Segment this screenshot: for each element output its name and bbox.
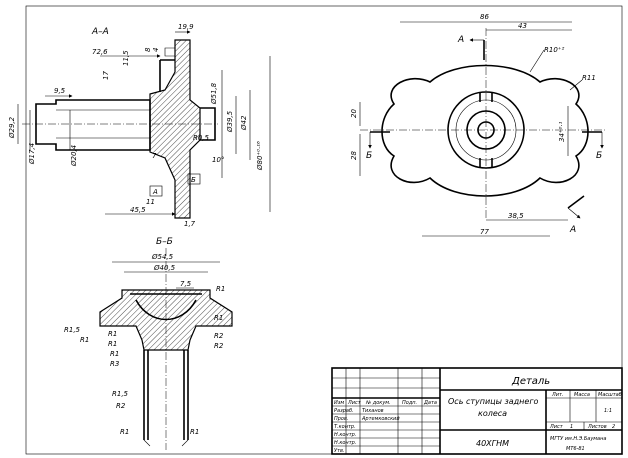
dim-8: 8 xyxy=(144,47,152,52)
tb-r-razrab: Разраб. xyxy=(334,408,354,414)
tb-sheets: Листов xyxy=(587,424,607,430)
dim-17: 17 xyxy=(102,71,110,80)
radius-r1-f: R1 xyxy=(214,314,223,322)
radius-r1-5-b: R1,5 xyxy=(112,390,129,398)
radius-r10: R10⁺² xyxy=(544,46,564,54)
dim-7: 7 xyxy=(152,152,157,160)
radius-r1-b: R1 xyxy=(80,336,89,344)
dim-43: 43 xyxy=(518,22,527,30)
cut-b-left: Б xyxy=(366,151,372,161)
tb-r-utv: Утв. xyxy=(334,448,345,454)
sheet-frame xyxy=(25,5,623,455)
dim-28: 28 xyxy=(350,151,358,160)
dim-d42: Ø42 xyxy=(240,115,248,131)
radius-r1-top: R1 xyxy=(216,285,225,293)
tb-scale: 1:1 xyxy=(604,408,612,414)
radius-r0-5: R0,5 xyxy=(193,134,210,142)
cut-a-bottom: А xyxy=(569,225,576,235)
section-bb-label: Б–Б xyxy=(156,237,173,247)
dim-d39-5: Ø39,5 xyxy=(226,110,234,133)
title-block: Деталь Ось ступицы заднего колеса 40ХГНМ… xyxy=(331,367,623,455)
section-aa-view: А–А 19,9 72,6 11,5 8 4 17 9,5 Ø29,2 Ø17,… xyxy=(8,23,271,228)
dim-d20-4: Ø20,4 xyxy=(70,145,78,167)
tb-n-razrab: Тиханов xyxy=(362,408,384,414)
section-bb-view: Б–Б Ø54,5 Ø40,5 7,5 R1 R1,5 R1 R1 R1 R1 … xyxy=(64,237,233,450)
dim-d54-5: Ø54,5 xyxy=(151,253,174,261)
tb-h-data: Дата xyxy=(423,400,437,406)
dim-d51-8: Ø51,8 xyxy=(210,82,218,105)
dim-77: 77 xyxy=(480,228,489,236)
tb-org-2: МТ6-81 xyxy=(566,446,585,452)
tb-h-podp: Подп. xyxy=(402,400,417,406)
tb-sheet-no: 1 xyxy=(570,424,573,430)
dim-4: 4 xyxy=(152,48,160,52)
tb-h-massa: Масса xyxy=(574,392,590,398)
tb-h-izm: Изм xyxy=(334,400,344,406)
dim-1-7: 1,7 xyxy=(184,220,196,228)
radius-r1-e: R1 xyxy=(110,350,119,358)
tb-detail: Деталь xyxy=(511,376,550,387)
tb-org-1: МГТУ им.Н.Э.Баумана xyxy=(550,436,606,442)
tb-r-nkontr2: Н.контр. xyxy=(334,440,356,446)
tb-name-2: колеса xyxy=(478,409,507,418)
radius-r1-5-a: R1,5 xyxy=(64,326,81,334)
tb-h-masshtab: Масштаб xyxy=(598,392,622,398)
radius-r2-a: R2 xyxy=(214,332,224,340)
dim-34: 34⁺⁰·¹ xyxy=(558,121,566,142)
dim-45-5: 45,5 xyxy=(130,206,146,214)
section-aa-label: А–А xyxy=(91,27,109,37)
tb-r-prov: Пров. xyxy=(334,416,349,422)
dim-11-5: 11,5 xyxy=(122,50,130,66)
cut-b-right: Б xyxy=(596,151,602,161)
radius-r11: R11 xyxy=(582,74,596,82)
radius-r2-c: R2 xyxy=(116,402,126,410)
dim-d40-5: Ø40,5 xyxy=(153,264,176,272)
tb-sheets-no: 2 xyxy=(612,424,615,430)
tb-n-prov: Артемковский xyxy=(361,416,400,422)
radius-r1-d: R1 xyxy=(108,340,117,348)
dim-11: 11 xyxy=(146,198,155,206)
radius-r1-h: R1 xyxy=(190,428,199,436)
cut-a-mark-left: А xyxy=(152,188,158,196)
cut-b-mark-left: Б xyxy=(191,176,196,184)
radius-r3: R3 xyxy=(110,360,119,368)
tb-name-1: Ось ступицы заднего xyxy=(448,397,539,406)
angle-10: 10° xyxy=(212,156,224,164)
dim-19-9: 19,9 xyxy=(178,23,194,31)
tb-r-tkontr: Т.контр. xyxy=(334,424,356,430)
tb-r-nkontr: Н.контр. xyxy=(334,432,356,438)
tb-h-ndoc: № докум. xyxy=(365,400,391,406)
dim-72-6: 72,6 xyxy=(92,48,108,56)
dim-d80: Ø80⁺⁰·¹⁶ xyxy=(256,141,264,171)
dim-9-5: 9,5 xyxy=(54,87,66,95)
tb-h-list: Лист xyxy=(347,400,362,406)
tb-sheet: Лист xyxy=(549,424,564,430)
end-view: А Б Б А 86 43 R10⁺² R11 20 28 34⁺⁰·¹ 38,… xyxy=(350,13,606,237)
tb-material: 40ХГНМ xyxy=(476,439,509,448)
cut-a-top: А xyxy=(457,35,464,45)
radius-r2-b: R2 xyxy=(214,342,224,350)
dim-20: 20 xyxy=(350,109,358,118)
dim-d17-4: Ø17,4 xyxy=(28,143,36,165)
radius-r1-g: R1 xyxy=(120,428,129,436)
dim-86: 86 xyxy=(480,13,489,21)
dim-d29-2: Ø29,2 xyxy=(8,116,16,139)
tb-h-lit: Лит. xyxy=(551,392,564,398)
dim-7-5: 7,5 xyxy=(180,280,192,288)
radius-r1-c: R1 xyxy=(108,330,117,338)
dim-38-5: 38,5 xyxy=(508,212,524,220)
